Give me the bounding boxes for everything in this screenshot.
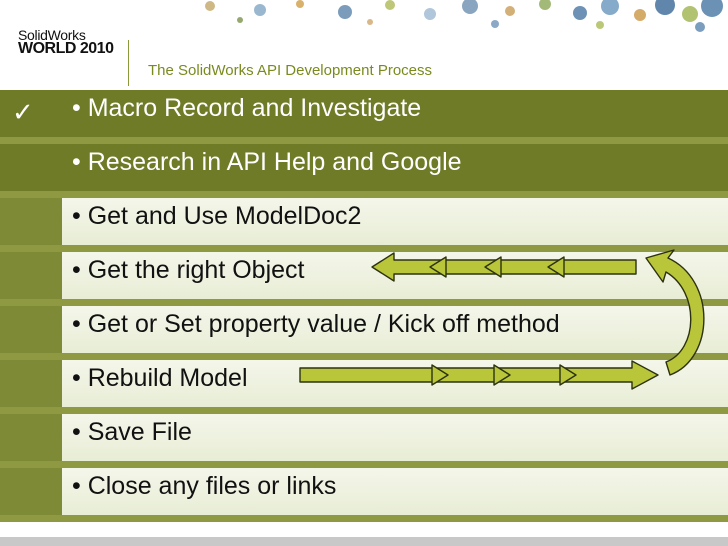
step-3-label: • Get and Use ModelDoc2 <box>72 202 362 230</box>
logo-line-2: WORLD 2010 <box>18 40 114 57</box>
step-5-label: • Get or Set property value / Kick off m… <box>72 310 560 338</box>
step-band-2 <box>0 144 728 198</box>
step-band-7 <box>0 414 728 468</box>
paint-splatter-decoration <box>0 0 728 32</box>
step-8-label: • Close any files or links <box>72 472 337 500</box>
step-band-5 <box>0 306 728 360</box>
step-band-1 <box>0 90 728 144</box>
step-band-3 <box>0 198 728 252</box>
solidworks-world-logo: SolidWorks WORLD 2010 <box>18 27 114 57</box>
step-4-label: • Get the right Object <box>72 256 305 284</box>
step-2-label: • Research in API Help and Google <box>72 148 462 176</box>
checkmark-icon: ✓ <box>12 97 34 127</box>
slide-title: The SolidWorks API Development Process <box>148 62 433 79</box>
step-1-label: • Macro Record and Investigate <box>72 94 422 122</box>
step-7-label: • Save File <box>72 418 192 446</box>
logo-line-1: SolidWorks <box>18 27 86 43</box>
footer-strip <box>0 537 728 546</box>
step-band-8 <box>0 468 728 522</box>
step-6-label: • Rebuild Model <box>72 364 248 392</box>
header-divider <box>128 40 129 86</box>
